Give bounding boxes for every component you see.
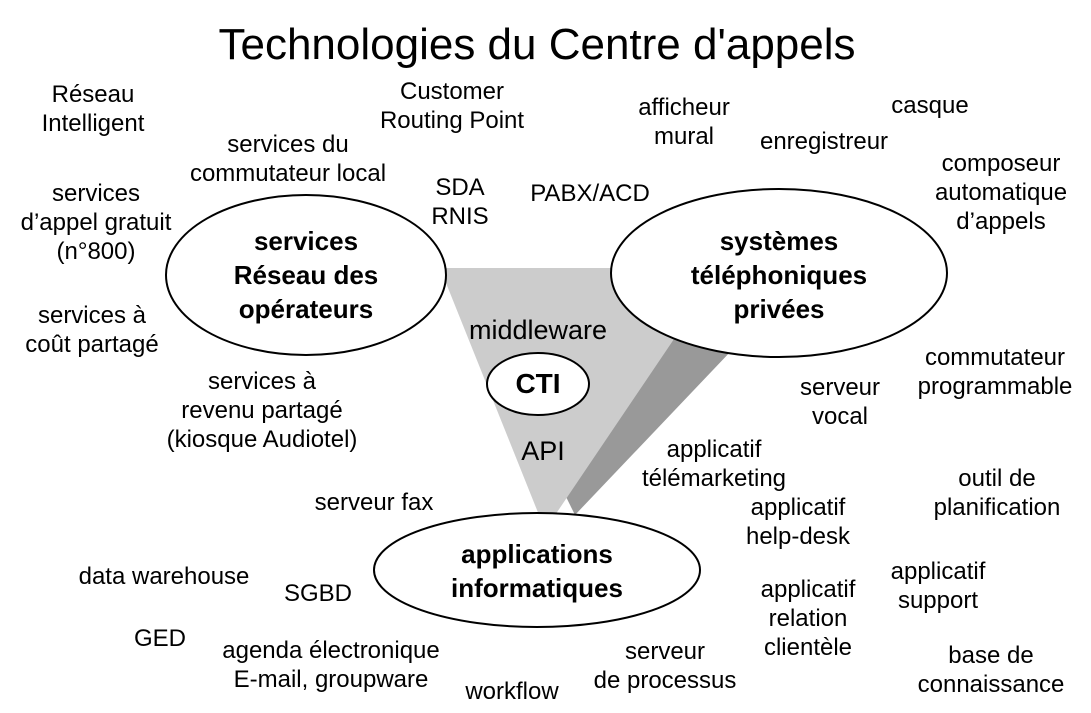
label-ged: GED bbox=[133, 625, 187, 652]
label-afficheur-mural: afficheur mural bbox=[638, 94, 730, 150]
label-outil-planification: outil de planification bbox=[933, 465, 1061, 521]
label-revenu-partage: services à revenu partagé (kiosque Audio… bbox=[166, 368, 358, 453]
label-applicatif-helpdesk: applicatif help-desk bbox=[745, 494, 851, 550]
label-serveur-fax: serveur fax bbox=[314, 489, 434, 516]
label-reseau-intelligent: Réseau Intelligent bbox=[41, 81, 145, 137]
label-workflow: workflow bbox=[465, 678, 559, 705]
label-base-connaissance: base de connaissance bbox=[917, 642, 1065, 698]
label-applicatif-relation-clientele: applicatif relation clientèle bbox=[760, 576, 856, 661]
label-appel-gratuit: services d’appel gratuit (n°800) bbox=[20, 180, 172, 265]
label-composeur-automatique: composeur automatique d’appels bbox=[934, 150, 1068, 235]
diagram-title: Technologies du Centre d'appels bbox=[218, 20, 856, 69]
label-commutateur-programmable: commutateur programmable bbox=[917, 344, 1073, 400]
hub-pbx-ellipse bbox=[610, 188, 948, 358]
hub-operators-ellipse bbox=[165, 194, 447, 356]
label-sda-rnis: SDA RNIS bbox=[431, 174, 489, 230]
label-pabx-acd: PABX/ACD bbox=[530, 180, 650, 207]
label-casque: casque bbox=[891, 92, 969, 119]
api-label: API bbox=[521, 436, 565, 466]
hub-it-ellipse bbox=[373, 512, 701, 628]
label-applicatif-support: applicatif support bbox=[890, 558, 986, 614]
hub-it-label: applications informatiques bbox=[451, 539, 623, 603]
label-cout-partage: services à coût partagé bbox=[25, 302, 159, 358]
label-enregistreur: enregistreur bbox=[759, 128, 889, 155]
label-customer-routing-point: Customer Routing Point bbox=[379, 78, 525, 134]
label-serveur-processus: serveur de processus bbox=[593, 638, 737, 694]
label-data-warehouse: data warehouse bbox=[78, 563, 250, 590]
middleware-label: middleware bbox=[468, 315, 608, 345]
hub-operators-label: services Réseau des opérateurs bbox=[233, 226, 379, 324]
label-sgbd: SGBD bbox=[283, 580, 353, 607]
label-agenda-electronique: agenda électronique E-mail, groupware bbox=[222, 637, 440, 693]
label-serveur-vocal: serveur vocal bbox=[799, 374, 881, 430]
label-applicatif-telemarketing: applicatif télémarketing bbox=[641, 436, 787, 492]
cti-ellipse bbox=[486, 352, 590, 416]
label-services-commutateur-local: services du commutateur local bbox=[189, 131, 387, 187]
cti-label: CTI bbox=[515, 368, 561, 399]
hub-pbx-label: systèmes téléphoniques privées bbox=[690, 226, 868, 324]
